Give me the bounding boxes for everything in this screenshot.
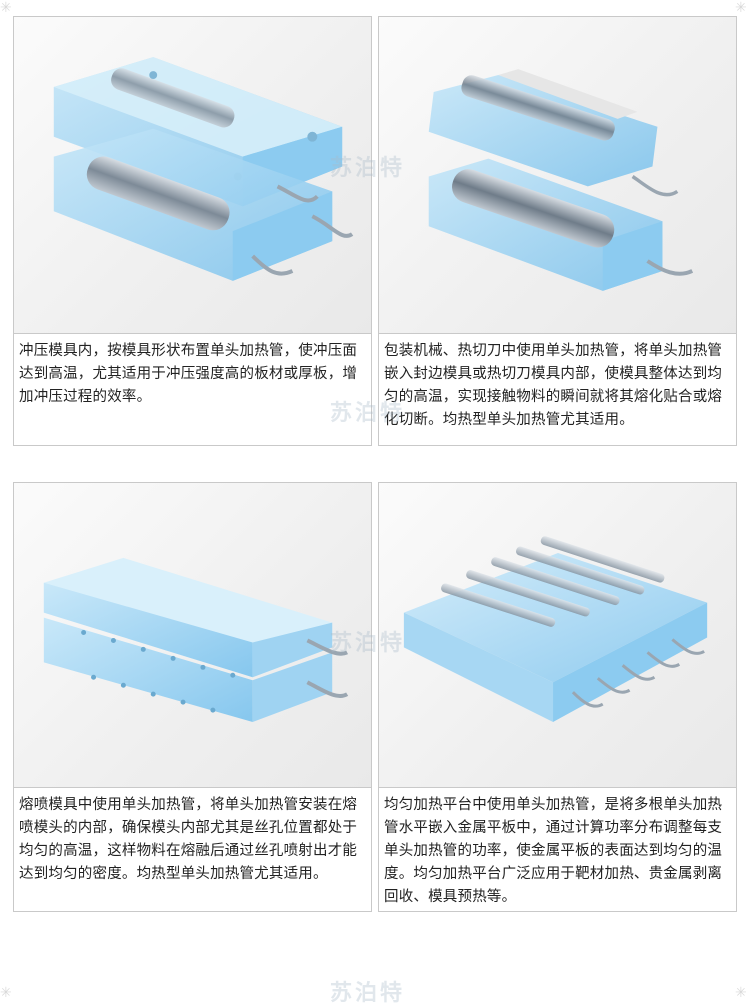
stamping-mold-illustration — [14, 17, 371, 334]
card-caption: 熔喷模具中使用单头加热管，将单头加热管安装在熔喷模头的内部，确保模头内部尤其是丝… — [19, 797, 358, 882]
stamping-mold-svg — [53, 57, 354, 281]
card-heating-platform: 均匀加热平台中使用单头加热管，是将多根单头加热管水平嵌入金属平板中，通过计算功率… — [378, 482, 737, 912]
melt-blown-svg — [43, 557, 349, 723]
watermark: 苏泊特 — [330, 981, 406, 1003]
heating-platform-illustration — [379, 483, 736, 788]
card-caption: 包装机械、热切刀中使用单头加热管，将单头加热管嵌入封边模具或热切刀模具内部，使模… — [384, 343, 723, 428]
hot-cutter-svg — [428, 69, 694, 291]
card-packaging-hot-cutter: 包装机械、热切刀中使用单头加热管，将单头加热管嵌入封边模具或热切刀模具内部，使模… — [378, 16, 737, 446]
card-caption: 冲压模具内，按模具形状布置单头加热管，使冲压面达到高温，尤其适用于冲压强度高的板… — [19, 343, 358, 405]
packaging-hot-cutter-illustration — [379, 17, 736, 334]
card-caption: 均匀加热平台中使用单头加热管，是将多根单头加热管水平嵌入金属平板中，通过计算功率… — [384, 797, 723, 905]
card-stamping-mold: 冲压模具内，按模具形状布置单头加热管，使冲压面达到高温，尤其适用于冲压强度高的板… — [13, 16, 372, 446]
decorative-star-icon: ✳ — [0, 985, 12, 1001]
card-melt-blown-die: 熔喷模具中使用单头加热管，将单头加热管安装在熔喷模头的内部，确保模头内部尤其是丝… — [13, 482, 372, 912]
decorative-star-icon: ✳ — [735, 985, 747, 1001]
decorative-star-icon: ✳ — [735, 0, 747, 16]
heating-platform-svg — [403, 536, 708, 723]
melt-blown-die-illustration — [14, 483, 371, 788]
decorative-star-icon: ✳ — [0, 0, 12, 16]
